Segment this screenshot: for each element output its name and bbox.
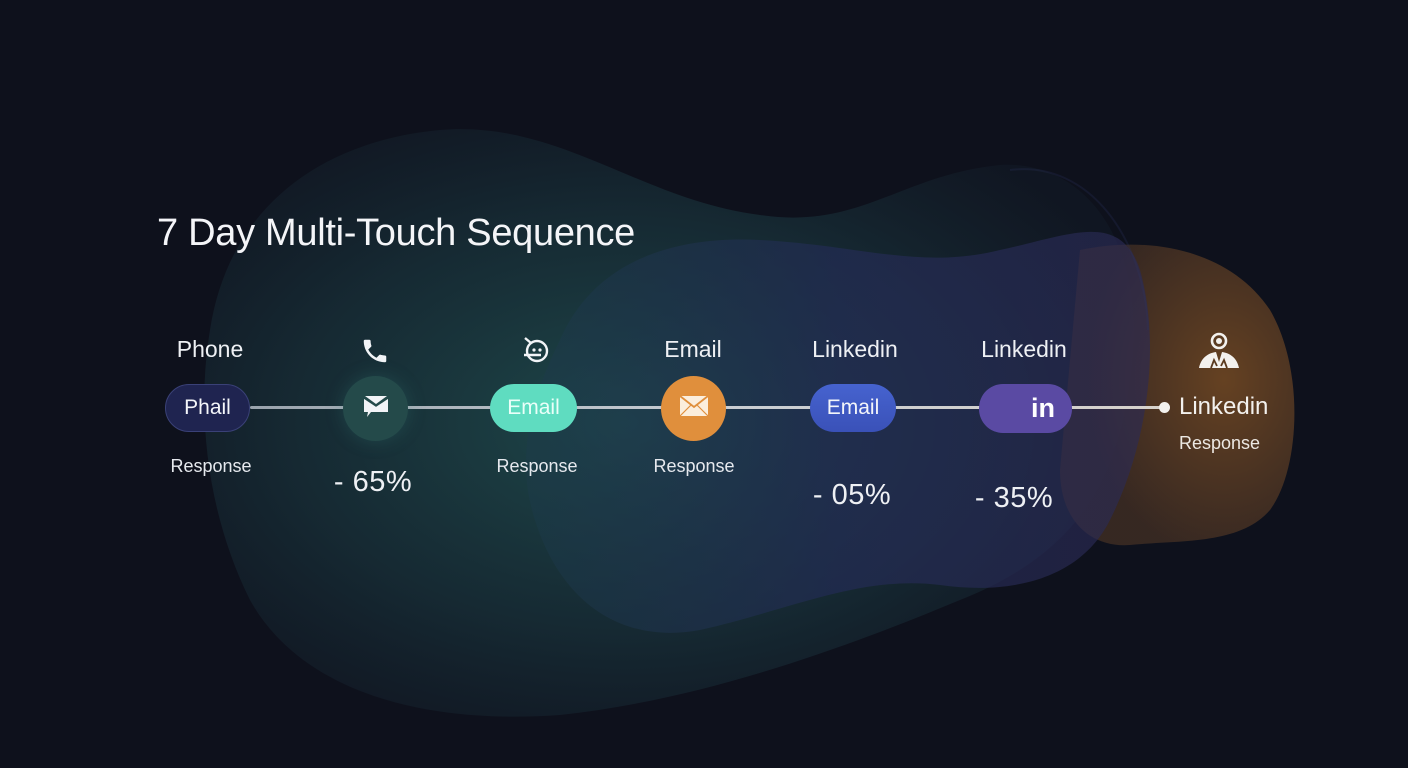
step-5-metric: - 05% <box>812 479 892 511</box>
person-agent-icon <box>1196 332 1242 375</box>
step-1-node-button[interactable]: Phail <box>165 384 250 432</box>
step-4-bottom-label: Response <box>653 456 735 476</box>
step-5-node-button[interactable]: Email <box>810 384 896 432</box>
end-label: Linkedin <box>1179 393 1269 420</box>
end-sub-label: Response <box>1179 433 1261 453</box>
step-1-bottom-label: Response <box>170 456 252 476</box>
step-2-node-button[interactable] <box>343 376 408 441</box>
chat-envelope-icon <box>362 393 390 424</box>
step-3-node-button[interactable]: Email <box>490 384 577 432</box>
step-1-node-label: Phail <box>184 396 231 419</box>
step-6-metric: - 35% <box>974 482 1054 514</box>
step-6-top-label: Linkedin <box>981 336 1067 362</box>
linkedin-icon: in <box>1031 393 1055 423</box>
step-5-node-label: Email <box>826 396 880 419</box>
step-5-top-label: Linkedin <box>812 336 898 362</box>
step-1-top-label: Phone <box>176 336 244 362</box>
step-3-bottom-label: Response <box>496 456 578 476</box>
step-4-top-label: Email <box>664 336 722 362</box>
step-4-node-button[interactable] <box>661 376 726 441</box>
envelope-icon <box>678 395 709 422</box>
bot-face-icon <box>520 334 552 371</box>
timeline-end-dot <box>1159 402 1170 413</box>
step-2-metric: - 65% <box>333 466 413 498</box>
phone-icon <box>360 336 390 371</box>
step-3-node-label: Email <box>507 396 560 419</box>
step-6-node-button[interactable]: in <box>979 384 1072 433</box>
page-title: 7 Day Multi-Touch Sequence <box>157 212 636 254</box>
